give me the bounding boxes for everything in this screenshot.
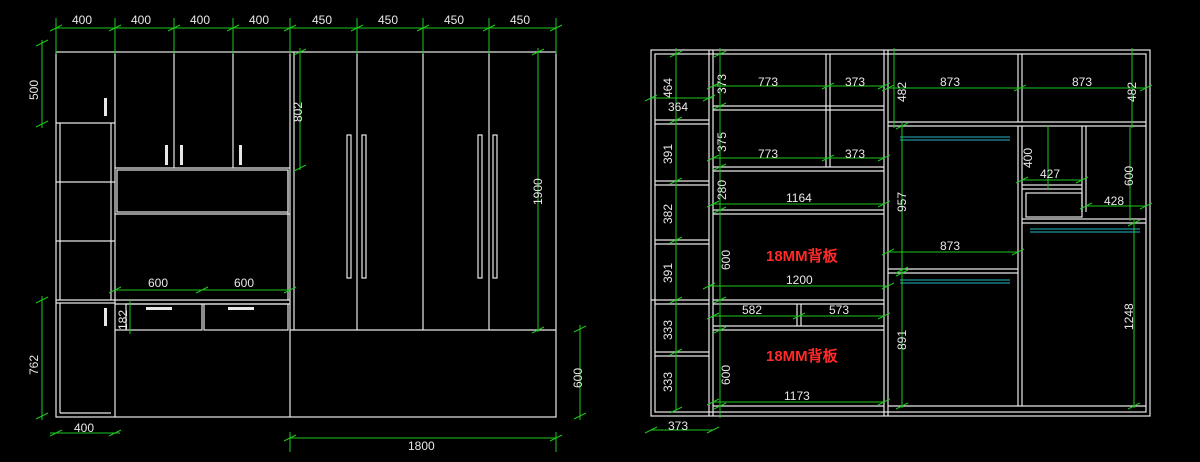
- left-elevation: 400 400 400 400 450 450 450 450 500 762 …: [27, 13, 587, 453]
- top-width-label: 400: [131, 13, 151, 27]
- row1-width-label: 773: [758, 75, 778, 89]
- left-col-width-label: 364: [668, 100, 688, 114]
- right-top-width-label: 873: [1072, 75, 1092, 89]
- lower-left-height-label: 762: [27, 355, 41, 375]
- right-top-height-label: 482: [1125, 82, 1139, 102]
- top-width-label: 450: [444, 13, 464, 27]
- base-height-label: 600: [571, 368, 585, 388]
- bottom-width-label: 373: [668, 419, 688, 433]
- drawer-col-height-label: 400: [1021, 148, 1035, 168]
- right-top-height-label: 482: [895, 82, 909, 102]
- drawer-col-right-width-label: 428: [1104, 194, 1124, 208]
- drawer-col-right-height-label: 600: [1122, 166, 1136, 186]
- drawer-height-label: 182: [116, 310, 130, 330]
- wardrobe-height-label: 1900: [531, 178, 545, 205]
- back-panel-label: 18MM背板: [766, 347, 839, 365]
- left-col-height-label: 333: [661, 320, 675, 340]
- outer-frame-left: [55, 51, 557, 418]
- outer-frame-right: [650, 49, 1151, 417]
- top-width-label: 450: [378, 13, 398, 27]
- top-width-label: 400: [190, 13, 210, 27]
- top-width-label: 450: [510, 13, 530, 27]
- mid-height-label: 600: [719, 250, 733, 270]
- row5-width-label: 573: [829, 303, 849, 317]
- row4-width-label: 1200: [786, 273, 813, 287]
- desk-width-label: 600: [148, 276, 168, 290]
- upper-cabinet-height-label: 802: [291, 102, 305, 122]
- left-col-height-label: 382: [661, 204, 675, 224]
- mid-height-label: 600: [719, 365, 733, 385]
- hang-height-upper-label: 957: [895, 192, 909, 212]
- upper-left-height-label: 500: [27, 80, 41, 100]
- bottom-left-width-label: 400: [74, 421, 94, 435]
- row2-width-label: 373: [845, 147, 865, 161]
- drawer-col-width-label: 427: [1040, 167, 1060, 181]
- long-hang-height-label: 1248: [1122, 303, 1136, 330]
- row2-width-label: 773: [758, 147, 778, 161]
- hang-height-lower-label: 891: [895, 330, 909, 350]
- hang-width-label: 873: [940, 239, 960, 253]
- row1-width-label: 373: [845, 75, 865, 89]
- top-width-label: 450: [312, 13, 332, 27]
- right-section: 464 391 382 391 333 333 364 373 373 375 …: [644, 48, 1153, 434]
- row3-width-label: 1164: [786, 191, 812, 205]
- mid-height-label: 280: [715, 180, 729, 200]
- mid-height-label: 375: [715, 132, 729, 152]
- row5-width-label: 582: [742, 303, 762, 317]
- mid-height-label: 373: [715, 74, 729, 94]
- bottom-total-width-label: 1800: [408, 439, 435, 453]
- top-width-label: 400: [249, 13, 269, 27]
- left-col-height-label: 464: [661, 78, 675, 98]
- left-col-height-label: 391: [661, 144, 675, 164]
- left-col-height-label: 333: [661, 372, 675, 392]
- right-top-width-label: 873: [940, 75, 960, 89]
- back-panel-label: 18MM背板: [766, 247, 839, 265]
- left-col-height-label: 391: [661, 263, 675, 283]
- row6-width-label: 1173: [784, 389, 810, 403]
- desk-width-label: 600: [234, 276, 254, 290]
- top-width-label: 400: [72, 13, 92, 27]
